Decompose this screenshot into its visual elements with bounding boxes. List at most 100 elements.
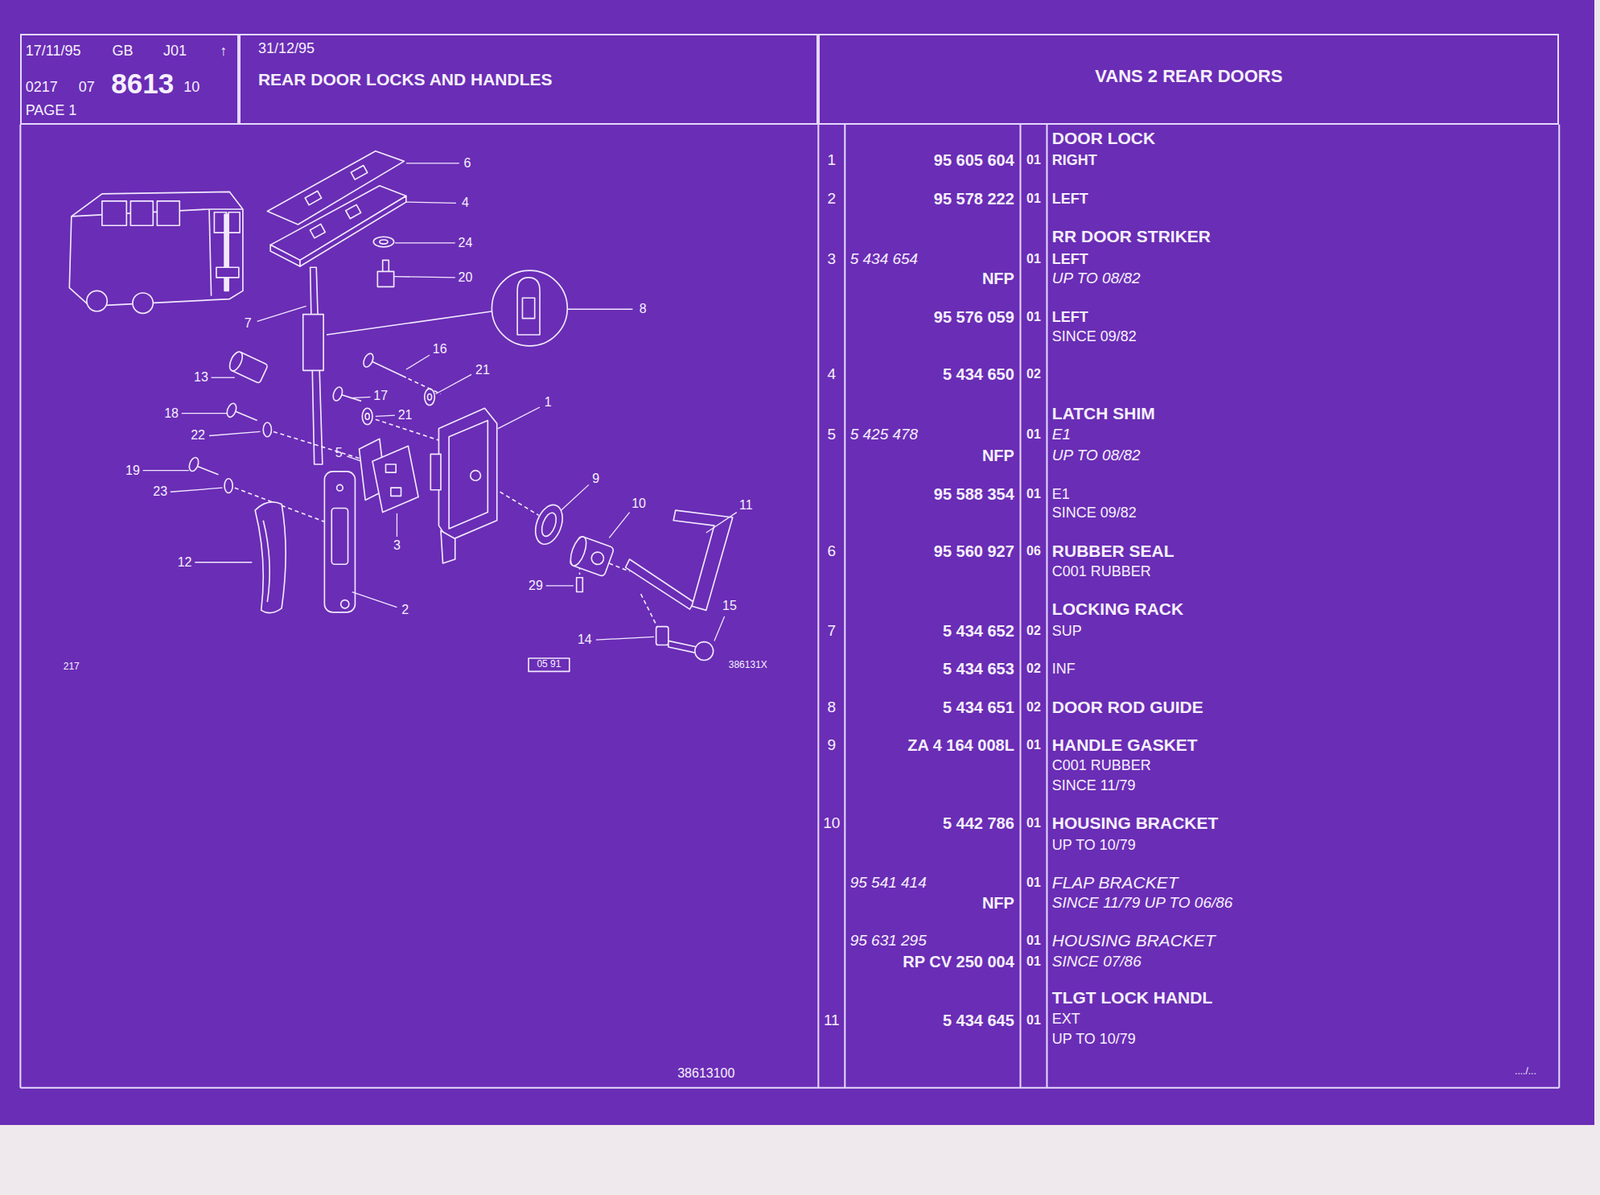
table-cell: 4: [827, 365, 837, 383]
table-cell: 5 434 652: [942, 621, 1015, 640]
table-cell: 95 631 295: [850, 931, 927, 950]
callout-number: 1: [544, 394, 552, 409]
table-cell: SINCE 11/79: [1052, 777, 1136, 794]
table-cell: 02: [1026, 366, 1041, 382]
callout-number: 5: [335, 445, 343, 461]
table-cell: 5: [827, 425, 837, 444]
table-cell: UP TO 08/82: [1052, 446, 1141, 465]
callout-number: 22: [190, 427, 206, 443]
callout-number: 14: [577, 632, 593, 647]
callout-number: 11: [739, 497, 753, 513]
header-cell: VANS 2 REAR DOORS: [818, 33, 1559, 125]
callout-number: 24: [458, 235, 474, 251]
table-cell: 06: [1026, 543, 1041, 559]
table-cell: 95 588 354: [933, 484, 1015, 503]
table-cell: 5 434 653: [942, 658, 1015, 678]
header-text: 17/11/95: [25, 42, 82, 60]
callout-number: 21: [475, 362, 490, 378]
callout-number: 9: [592, 471, 600, 486]
table-cell: 95 560 927: [933, 541, 1015, 560]
header-text: VANS 2 REAR DOORS: [1094, 65, 1283, 87]
callout-number: 10: [631, 496, 646, 511]
table-cell: RP CV 250 004: [902, 951, 1015, 971]
table-cell: LEFT: [1052, 308, 1089, 326]
table-cell: C001 RUBBER: [1052, 756, 1152, 774]
table-cell: 01: [1026, 251, 1041, 267]
callout-number: 7: [244, 316, 252, 331]
table-cell: LATCH SHIM: [1052, 403, 1156, 424]
table-cell: TLGT LOCK HANDL: [1052, 987, 1213, 1008]
table-cell: ..../...: [1514, 1065, 1537, 1078]
table-cell: INF: [1052, 659, 1076, 677]
table-cell: 3: [827, 250, 837, 268]
callout-number: 29: [528, 578, 543, 593]
table-cell: LEFT: [1052, 190, 1089, 208]
table-cell: E1: [1052, 425, 1071, 444]
table-cell: RR DOOR STRIKER: [1052, 226, 1211, 247]
reference-code: 217: [63, 661, 80, 673]
table-cell: 5 425 478: [850, 425, 919, 444]
table-cell: 5 434 651: [942, 697, 1015, 716]
table-cell: RIGHT: [1052, 152, 1098, 169]
table-cell: UP TO 10/79: [1052, 1030, 1136, 1048]
table-cell: NFP: [982, 893, 1015, 913]
table-cell: 01: [1026, 1012, 1041, 1028]
table-cell: LEFT: [1052, 250, 1089, 268]
header-text: 0217: [25, 78, 58, 95]
table-cell: 01: [1026, 875, 1041, 890]
table-cell: 95 605 604: [933, 151, 1015, 170]
header-text: PAGE 1: [25, 102, 78, 120]
table-cell: SUP: [1052, 621, 1082, 639]
table-cell: UP TO 10/79: [1052, 836, 1136, 854]
table-cell: ZA 4 164 008L: [907, 735, 1015, 754]
callout-number: 17: [373, 388, 388, 404]
header-cell: 17/11/95 GB J01 ↑ 0217 07 8613 10PAGE 1: [20, 33, 239, 125]
table-cell: 8: [827, 698, 837, 716]
table-cell: 01: [1026, 152, 1041, 168]
table-cell: DOOR ROD GUIDE: [1052, 697, 1204, 717]
table-cell: 01: [1026, 309, 1041, 325]
header-text: REAR DOOR LOCKS AND HANDLES: [258, 69, 553, 90]
header-cell: 31/12/95REAR DOOR LOCKS AND HANDLES: [238, 33, 819, 125]
table-cell: 02: [1026, 623, 1041, 638]
table-cell: 95 576 059: [933, 308, 1015, 327]
callout-number: 8: [639, 301, 647, 317]
callout-number: 3: [393, 538, 401, 553]
table-cell: SINCE 09/82: [1052, 328, 1137, 346]
table-cell: 01: [1026, 815, 1041, 831]
callout-number: 20: [458, 270, 474, 285]
table-cell: 9: [827, 736, 837, 754]
header-text: 07: [78, 78, 95, 95]
callout-number: 12: [177, 555, 193, 570]
table-cell: NFP: [982, 445, 1015, 465]
table-cell: DOOR LOCK: [1052, 128, 1156, 149]
table-cell: 7: [827, 621, 837, 640]
table-cell: FLAP BRACKET: [1052, 872, 1179, 893]
header-text: GB: [112, 42, 134, 60]
table-cell: NFP: [982, 269, 1015, 288]
table-cell: SINCE 09/82: [1052, 503, 1137, 521]
callout-number: 19: [125, 462, 140, 478]
reference-code: 386131X: [728, 659, 768, 671]
callout-number: 16: [432, 341, 448, 357]
table-cell: SINCE 11/79 UP TO 06/86: [1052, 893, 1234, 912]
header-text: J01: [163, 42, 187, 60]
table-cell: SINCE 07/86: [1052, 952, 1142, 971]
table-cell: 01: [1026, 953, 1041, 968]
table-cell: HOUSING BRACKET: [1052, 930, 1216, 951]
table-cell: 6: [827, 542, 837, 560]
table-cell: 11: [823, 1011, 840, 1029]
table-cell: 2: [827, 189, 837, 208]
header-text: 10: [183, 78, 200, 95]
callout-number: 15: [722, 598, 737, 613]
table-cell: 5 434 645: [942, 1011, 1015, 1030]
reference-code: 05 91: [536, 658, 561, 671]
header-text: ↑: [219, 42, 227, 60]
callout-number: 13: [193, 370, 209, 385]
header-text: 8613: [111, 67, 174, 100]
table-cell: RUBBER SEAL: [1052, 541, 1175, 561]
table-cell: 5 434 650: [942, 365, 1015, 384]
callout-number: 6: [464, 156, 472, 171]
table-cell: HANDLE GASKET: [1052, 735, 1198, 755]
